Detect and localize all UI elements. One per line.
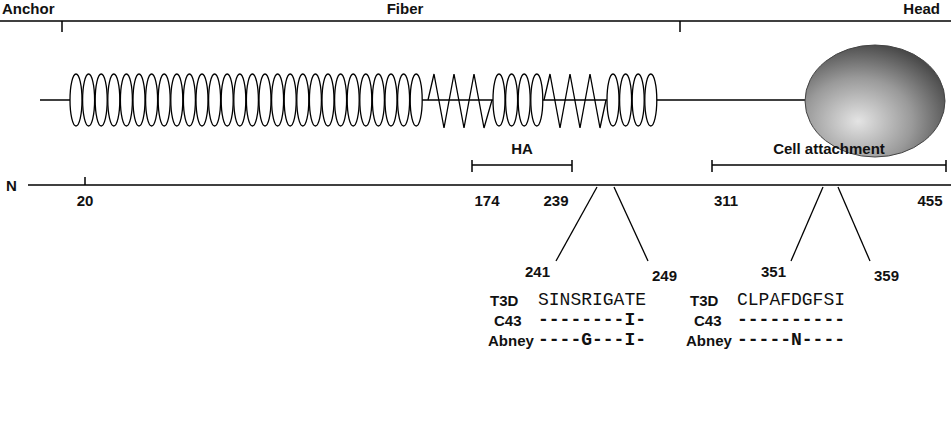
strain-name: T3D bbox=[690, 292, 718, 309]
helix-coil bbox=[183, 74, 195, 126]
helix-coil bbox=[120, 74, 132, 126]
helix-coil bbox=[335, 74, 347, 126]
beta-zigzag bbox=[544, 74, 606, 128]
sequence: CLPAFDGFSI bbox=[737, 291, 845, 309]
sequence-variant: --------I- bbox=[538, 311, 646, 329]
helix-coil bbox=[259, 74, 271, 126]
helix-coil bbox=[158, 74, 170, 126]
sequence-variant: ---------- bbox=[737, 311, 845, 329]
terminus-label: N bbox=[6, 177, 17, 194]
region-line bbox=[0, 20, 951, 22]
helix-coil bbox=[70, 74, 82, 126]
helix-coil bbox=[221, 74, 233, 126]
helix-coil bbox=[410, 74, 422, 126]
ha-bracket bbox=[471, 160, 473, 172]
helix-coil bbox=[284, 74, 296, 126]
attachment-bracket bbox=[945, 160, 947, 172]
leader-line bbox=[614, 187, 648, 261]
residue-number: 241 bbox=[525, 263, 550, 280]
helix-coil bbox=[372, 74, 384, 126]
domain-label: Cell attachment bbox=[773, 140, 885, 157]
helix-coil bbox=[108, 74, 120, 126]
residue-tick bbox=[84, 177, 86, 185]
helix-coil bbox=[171, 74, 183, 126]
helix-coil bbox=[272, 74, 284, 126]
helix-coil bbox=[518, 74, 530, 126]
helix-coil bbox=[246, 74, 258, 126]
residue-number: 249 bbox=[652, 267, 677, 284]
helix-coil bbox=[632, 74, 644, 126]
strain-name: Abney bbox=[488, 332, 534, 349]
helix-coil bbox=[607, 74, 619, 126]
ha-bracket bbox=[571, 160, 573, 172]
ha-bracket bbox=[472, 164, 572, 166]
region-tick bbox=[61, 21, 63, 32]
region-label: Head bbox=[903, 0, 940, 17]
domain-label: HA bbox=[511, 140, 533, 157]
residue-number: 20 bbox=[77, 192, 94, 209]
helix-coil bbox=[645, 74, 657, 126]
beta-zigzag bbox=[428, 74, 492, 128]
strain-name: T3D bbox=[490, 292, 518, 309]
residue-number: 239 bbox=[543, 192, 568, 209]
helix-coil bbox=[297, 74, 309, 126]
helix-coil bbox=[133, 74, 145, 126]
helix-coil bbox=[360, 74, 372, 126]
strain-name: C43 bbox=[694, 312, 722, 329]
residue-number: 359 bbox=[874, 267, 899, 284]
strain-name: C43 bbox=[494, 312, 522, 329]
helix-coil bbox=[234, 74, 246, 126]
strain-name: Abney bbox=[686, 332, 732, 349]
sequence: SINSRIGATE bbox=[538, 291, 646, 309]
helix-coil bbox=[398, 74, 410, 126]
attachment-bracket bbox=[711, 160, 713, 172]
region-tick bbox=[679, 21, 681, 32]
helix-coil bbox=[95, 74, 107, 126]
region-label: Fiber bbox=[387, 0, 424, 17]
region-label: Anchor bbox=[2, 0, 55, 17]
domain-line bbox=[28, 184, 951, 186]
residue-number: 455 bbox=[917, 192, 942, 209]
sequence-variant: ----G---I- bbox=[538, 331, 646, 349]
helix-coil bbox=[209, 74, 221, 126]
helix-coil bbox=[385, 74, 397, 126]
residue-number: 351 bbox=[761, 263, 786, 280]
attachment-bracket bbox=[712, 164, 946, 166]
helix-coil bbox=[83, 74, 95, 126]
helix-coil bbox=[322, 74, 334, 126]
helix-coil bbox=[493, 74, 505, 126]
helix-coil bbox=[506, 74, 518, 126]
helix-coil bbox=[196, 74, 208, 126]
residue-number: 174 bbox=[474, 192, 499, 209]
helix-coil bbox=[309, 74, 321, 126]
leader-line bbox=[791, 187, 823, 261]
helix-coil bbox=[146, 74, 158, 126]
helix-coil bbox=[531, 74, 543, 126]
residue-number: 311 bbox=[714, 192, 738, 209]
leader-line bbox=[838, 187, 870, 261]
helix-coil bbox=[620, 74, 632, 126]
sequence-variant: -----N---- bbox=[737, 331, 845, 349]
helix-coil bbox=[347, 74, 359, 126]
